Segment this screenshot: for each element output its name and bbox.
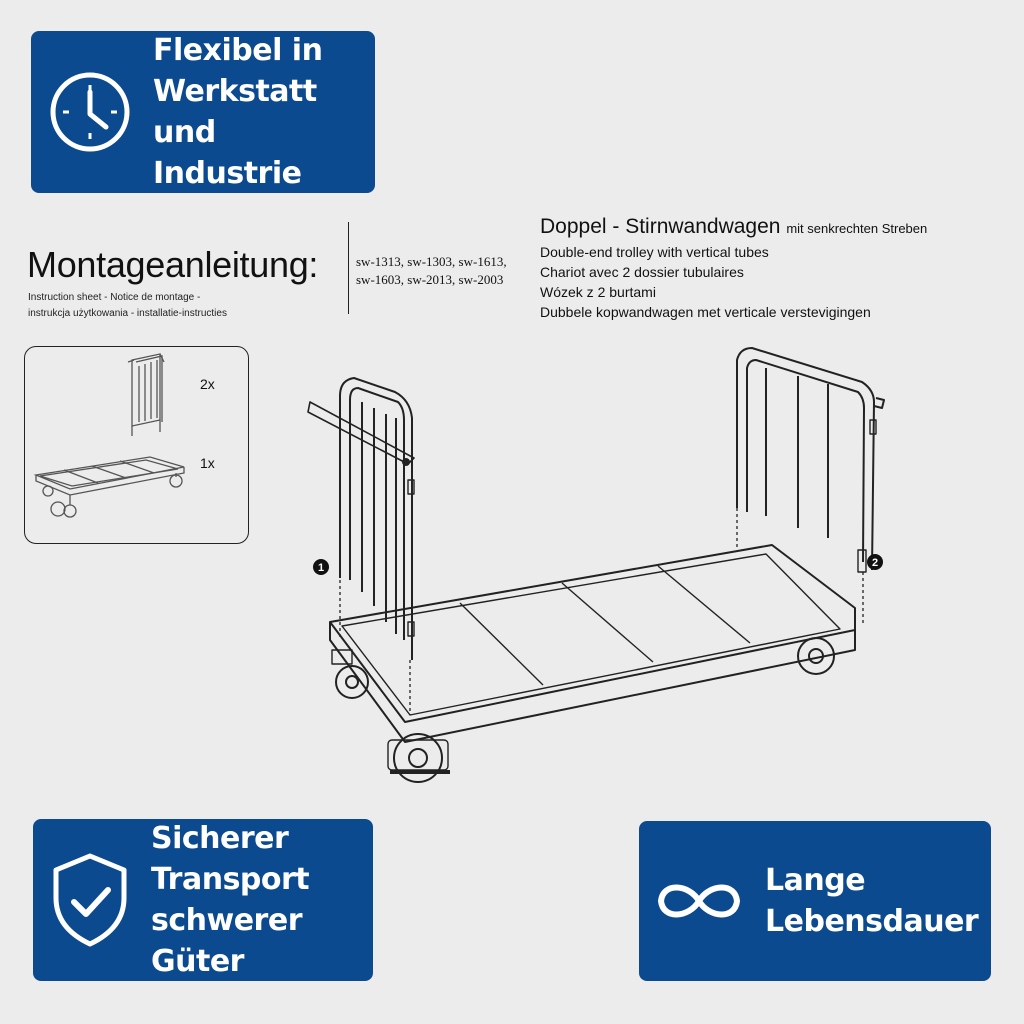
trolley-assembly-illustration <box>307 347 885 783</box>
step-marker-2: 2 <box>867 554 883 570</box>
parts-list-box <box>24 346 249 544</box>
product-title: Doppel - Stirnwandwagen mit senkrechten … <box>540 214 927 242</box>
badge-text-line: Werkstatt und <box>153 74 317 150</box>
desc-fr: Chariot avec 2 dossier tubulaires <box>540 264 744 280</box>
quantity-base: 1x <box>200 455 215 471</box>
badge-text-line: Transport <box>151 862 310 897</box>
badge-text-line: Industrie <box>153 156 302 191</box>
desc-en: Double-end trolley with vertical tubes <box>540 244 769 260</box>
shield-check-icon <box>47 850 133 950</box>
model-numbers: sw-1313, sw-1303, sw-1613, sw-1603, sw-2… <box>356 253 507 289</box>
product-title-suffix: mit senkrechten Streben <box>786 221 928 236</box>
model-line: sw-1603, sw-2013, sw-2003 <box>356 272 504 287</box>
feature-badge-flexible: Flexibel in Werkstatt und Industrie <box>31 31 375 193</box>
page-title: Montageanleitung: <box>27 244 319 285</box>
subtitle-line: Instruction sheet - Notice de montage - <box>28 292 201 303</box>
badge-text-line: Sicherer <box>151 821 289 856</box>
desc-nl: Dubbele kopwandwagen met verticale verst… <box>540 304 871 320</box>
quantity-ends: 2x <box>200 376 215 392</box>
clock-icon <box>47 70 133 154</box>
trolley-base-part-illustration <box>33 456 185 518</box>
divider <box>348 222 349 314</box>
badge-text-line: Lange <box>765 863 866 898</box>
step-marker-1: 1 <box>313 559 329 575</box>
feature-badge-durability: Lange Lebensdauer <box>639 821 991 981</box>
step-number: 1 <box>318 562 324 574</box>
product-description: Doppel - Stirnwandwagen mit senkrechten … <box>540 214 927 322</box>
step-number: 2 <box>872 557 878 569</box>
infinity-icon <box>653 876 745 926</box>
feature-badge-safe-transport: Sicherer Transport schwerer Güter <box>33 819 373 981</box>
badge-text-line: Flexibel in <box>153 33 323 68</box>
badge-text-line: Lebensdauer <box>765 904 979 939</box>
subtitle-line: instrukcja użytkowania - installatie-ins… <box>28 308 227 319</box>
badge-text-line: schwerer Güter <box>151 903 303 979</box>
desc-pl: Wózek z 2 burtami <box>540 284 656 300</box>
model-line: sw-1313, sw-1303, sw-1613, <box>356 254 507 269</box>
end-frame-part-illustration <box>127 353 165 436</box>
product-title-text: Doppel - Stirnwandwagen <box>540 215 781 238</box>
